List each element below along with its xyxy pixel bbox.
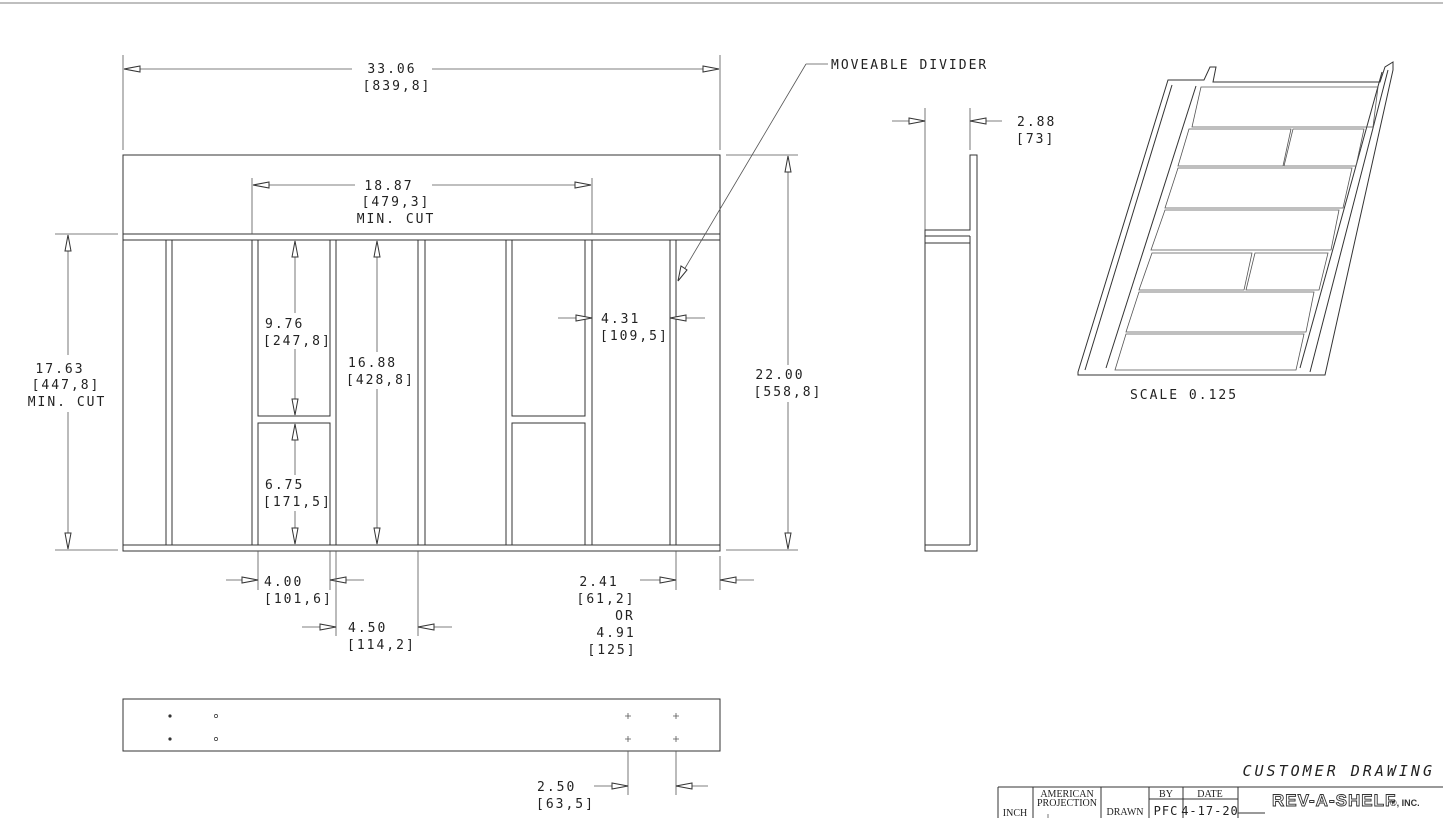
full-compartment-in: 16.88	[348, 356, 397, 371]
hole-mark	[168, 714, 172, 718]
end-slot-or: OR	[615, 609, 635, 624]
dim-full-compartment: 16.88 [428,8]	[346, 240, 415, 545]
side-view: 2.88 [73]	[892, 108, 1056, 552]
drawn-label: DRAWN	[1107, 807, 1144, 818]
min-cut-height-mm: [447,8]	[32, 378, 101, 393]
min-cut-height-note: MIN. CUT	[28, 395, 107, 410]
compartment-full-1	[335, 239, 419, 546]
dim-overall-height: 22.00 [558,8]	[726, 154, 823, 551]
min-cut-height-in: 17.63	[35, 362, 84, 377]
depth-in: 2.88	[1017, 115, 1056, 130]
customer-drawing-heading: CUSTOMER DRAWING	[1243, 762, 1436, 780]
hole-mark	[214, 714, 218, 718]
by-header: BY	[1159, 789, 1173, 800]
end-slot-in: 2.41	[579, 575, 618, 590]
hole-spacing-in: 2.50	[537, 780, 576, 795]
lower-compartment-in: 6.75	[265, 478, 304, 493]
wide-slot-mm: [114,2]	[347, 638, 416, 653]
overall-width-mm: [839,8]	[363, 79, 432, 94]
wide-slot-in: 4.50	[348, 621, 387, 636]
dim-lower-compartment: 6.75 [171,5]	[263, 423, 332, 545]
rev-a-shelf-logo: REV-A-SHELF	[1272, 791, 1396, 810]
end-slot-alt-in: 4.91	[596, 626, 635, 641]
projection-line2: PROJECTION	[1037, 798, 1097, 809]
date-header: DATE	[1197, 789, 1223, 800]
lower-compartment-mm: [171,5]	[263, 495, 332, 510]
min-cut-width-note: MIN. CUT	[357, 212, 436, 227]
overall-width-in: 33.06	[367, 62, 416, 77]
min-cut-width-in: 18.87	[364, 179, 413, 194]
narrow-slot-in: 4.00	[264, 575, 303, 590]
end-slot-mm: [61,2]	[577, 592, 636, 607]
isometric-view: SCALE 0.125	[1077, 61, 1394, 403]
dim-divider-spacing: 4.31 [109,5]	[558, 312, 705, 344]
upper-compartment-mm: [247,8]	[263, 334, 332, 349]
full-compartment-mm: [428,8]	[346, 373, 415, 388]
depth-mm: [73]	[1016, 132, 1055, 147]
hole-mark	[214, 737, 218, 741]
dim-end-slot: 2.41 [61,2] OR 4.91 [125]	[577, 551, 754, 658]
compartment-lower-right	[511, 422, 586, 546]
upper-compartment-in: 9.76	[265, 317, 304, 332]
compartment-upper-left	[257, 239, 331, 417]
drawn-date-value: 4-17-20	[1181, 804, 1239, 818]
divider-spacing-mm: [109,5]	[600, 329, 669, 344]
logo-suffix: ®, INC.	[1390, 798, 1420, 808]
compartment-full-2	[424, 239, 507, 546]
bottom-view: 2.50 [63,5]	[122, 698, 721, 812]
hole-mark	[168, 737, 172, 741]
moveable-divider-label: MOVEABLE DIVIDER	[831, 58, 988, 73]
drawn-by-value: PFC	[1154, 804, 1179, 818]
end-slot-alt-mm: [125]	[587, 643, 636, 658]
divider-spacing-in: 4.31	[601, 312, 640, 327]
iso-scale-label: SCALE 0.125	[1130, 388, 1238, 403]
overall-height-mm: [558,8]	[754, 385, 823, 400]
dim-min-cut-width: 18.87 [479,3] MIN. CUT	[251, 178, 593, 234]
overall-height-in: 22.00	[755, 368, 804, 383]
title-block: CUSTOMER DRAWING INCH AMERICAN PROJECTIO…	[997, 762, 1443, 818]
narrow-slot-mm: [101,6]	[264, 592, 333, 607]
front-outline	[122, 154, 721, 552]
dim-wide-slot: 4.50 [114,2]	[302, 551, 452, 653]
units-label: INCH	[1003, 808, 1027, 818]
dim-min-cut-height: 17.63 [447,8] MIN. CUT	[28, 233, 118, 551]
iso-bins	[1114, 86, 1379, 371]
compartment-lower-left	[257, 422, 331, 546]
dim-overall-width: 33.06 [839,8]	[122, 55, 721, 150]
dim-narrow-slot: 4.00 [101,6]	[226, 551, 364, 607]
compartment-upper-right	[511, 239, 586, 417]
hole-crosses	[625, 713, 679, 742]
min-cut-width-mm: [479,3]	[362, 195, 431, 210]
front-view	[122, 154, 721, 552]
dim-upper-compartment: 9.76 [247,8]	[263, 240, 332, 416]
projection-line1: AMERICAN	[1040, 789, 1093, 800]
hole-spacing-mm: [63,5]	[536, 797, 595, 812]
moveable-divider-callout: MOVEABLE DIVIDER	[677, 58, 988, 282]
